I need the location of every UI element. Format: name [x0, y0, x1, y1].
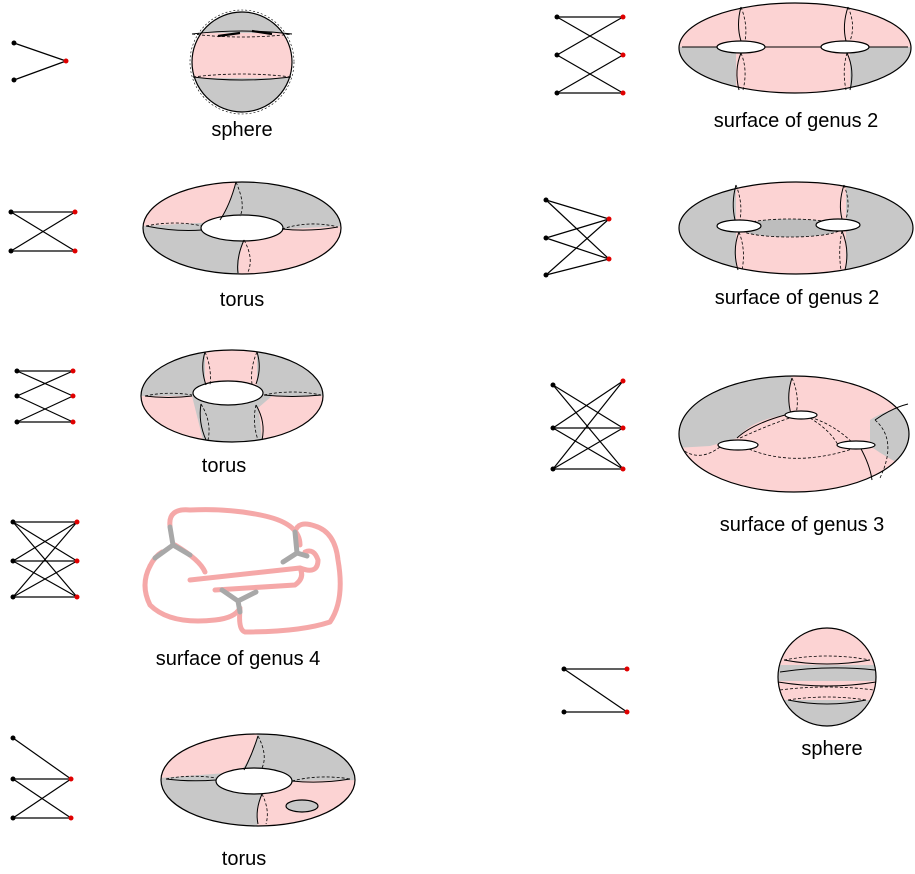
torus-surface-3 — [140, 349, 324, 443]
graph-6 — [554, 14, 626, 96]
vertex-red — [606, 216, 612, 222]
label-torus-3: torus — [202, 455, 246, 477]
graph-1 — [11, 40, 69, 83]
vertex-black — [543, 235, 549, 241]
vertex-red — [620, 425, 626, 431]
label-torus-5: torus — [222, 848, 266, 870]
label-torus-2: torus — [220, 289, 264, 311]
vertex-red — [68, 815, 74, 821]
graph-2 — [8, 209, 78, 254]
vertex-red — [624, 709, 630, 715]
vertex-black — [543, 197, 549, 203]
panel-genus4: surface of genus 4 — [10, 507, 343, 670]
vertex-red — [606, 256, 612, 262]
vertex-black — [10, 815, 16, 821]
panel-sphere-1: sphere — [11, 9, 295, 141]
genus2-surface-a — [678, 2, 912, 94]
vertex-red — [68, 776, 74, 782]
vertex-red — [72, 209, 78, 215]
vertex-black — [10, 776, 16, 782]
graph-8 — [550, 378, 626, 472]
vertex-red — [70, 419, 76, 425]
torus-surface-5 — [160, 733, 356, 827]
vertex-black — [10, 558, 16, 564]
vertex-red — [70, 393, 76, 399]
panel-sphere-9: sphere — [561, 627, 877, 760]
graph-7 — [543, 197, 612, 278]
vertex-red — [63, 58, 69, 64]
vertex-red — [74, 594, 80, 600]
graph-3 — [14, 368, 76, 425]
vertex-black — [10, 594, 16, 600]
panel-genus2-a: surface of genus 2 — [554, 2, 912, 132]
vertex-black — [11, 40, 17, 46]
genus3-surface — [678, 375, 910, 493]
vertex-red — [72, 248, 78, 254]
torus-surface-2 — [142, 181, 342, 275]
graph-4 — [10, 519, 80, 600]
genus2-surface-b — [678, 181, 914, 275]
genus4-sketch — [142, 507, 343, 635]
vertex-black — [8, 209, 14, 215]
vertex-black — [14, 368, 20, 374]
sphere-surface-1 — [189, 9, 295, 115]
vertex-black — [550, 382, 556, 388]
vertex-black — [11, 77, 17, 83]
label-genus3: surface of genus 3 — [720, 514, 885, 536]
vertex-red — [620, 90, 626, 96]
label-genus2-a: surface of genus 2 — [714, 110, 879, 132]
vertex-black — [550, 466, 556, 472]
vertex-black — [8, 248, 14, 254]
panel-torus-2: torus — [8, 181, 342, 311]
vertex-red — [620, 52, 626, 58]
panel-genus3: surface of genus 3 — [550, 375, 910, 536]
vertex-black — [554, 90, 560, 96]
label-genus4: surface of genus 4 — [156, 648, 321, 670]
vertex-red — [74, 519, 80, 525]
vertex-red — [620, 14, 626, 20]
vertex-black — [14, 393, 20, 399]
panel-torus-3: torus — [14, 349, 324, 477]
vertex-red — [620, 378, 626, 384]
sphere-surface-9 — [777, 627, 877, 727]
label-sphere-9: sphere — [801, 738, 862, 760]
vertex-red — [620, 466, 626, 472]
vertex-red — [70, 368, 76, 374]
panel-genus2-b: surface of genus 2 — [543, 181, 914, 309]
panel-torus-5: torus — [10, 733, 356, 870]
graph-5 — [10, 735, 74, 821]
vertex-red — [74, 558, 80, 564]
vertex-black — [10, 735, 16, 741]
vertex-black — [554, 14, 560, 20]
graph-9 — [561, 666, 630, 715]
vertex-black — [561, 666, 567, 672]
vertex-black — [554, 52, 560, 58]
label-sphere-1: sphere — [211, 119, 272, 141]
vertex-black — [10, 519, 16, 525]
vertex-black — [543, 272, 549, 278]
vertex-black — [14, 419, 20, 425]
label-genus2-b: surface of genus 2 — [715, 287, 880, 309]
vertex-black — [561, 709, 567, 715]
vertex-black — [550, 425, 556, 431]
vertex-red — [624, 666, 630, 672]
